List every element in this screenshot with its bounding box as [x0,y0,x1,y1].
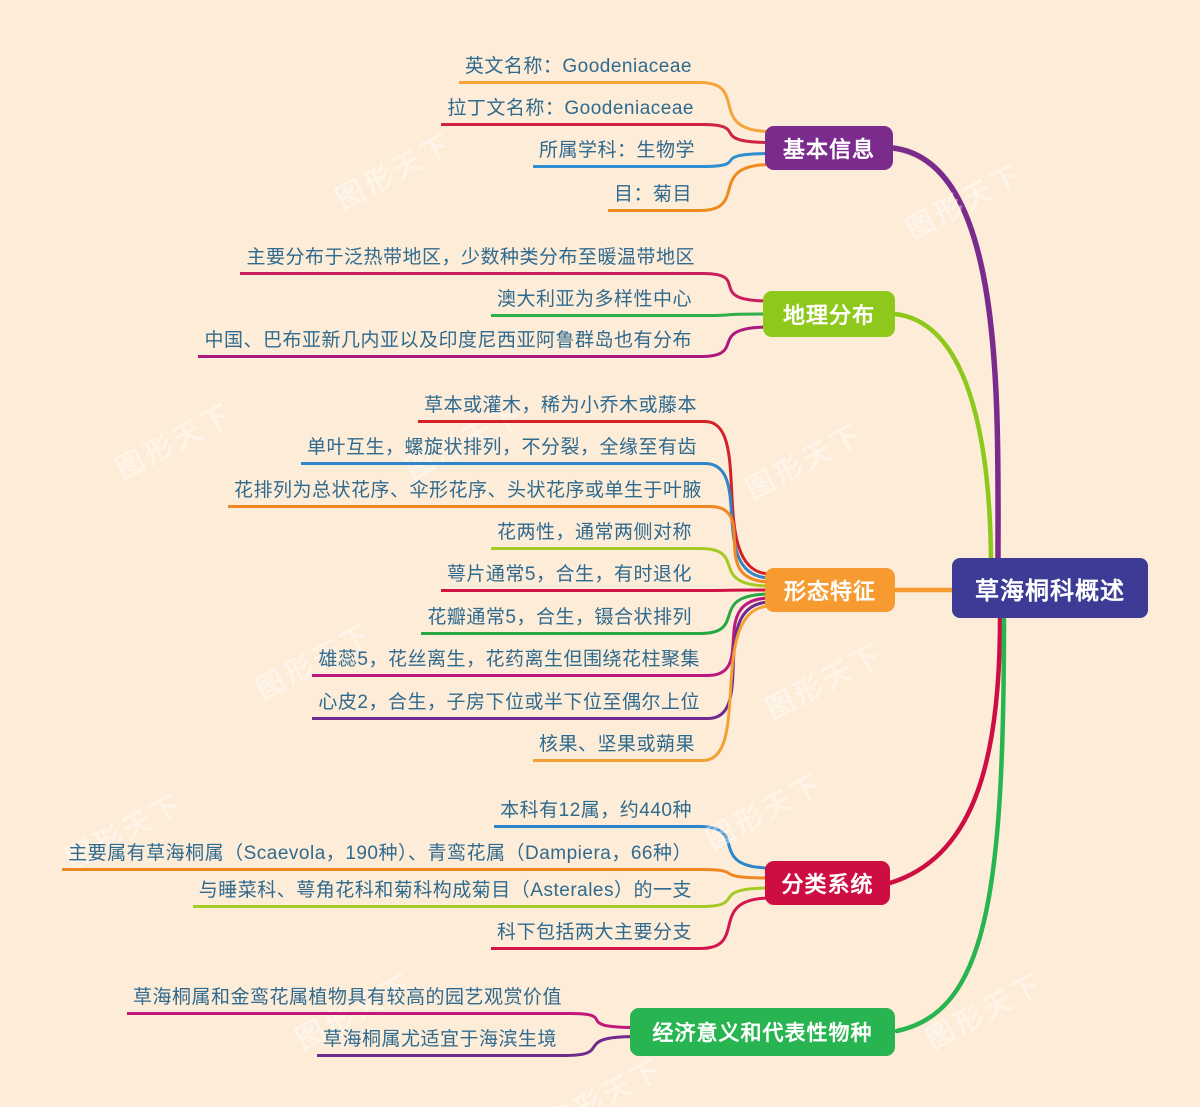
connector [703,420,773,576]
connector [698,592,773,635]
leaf-item[interactable]: 心皮2，合生，子房下位或半下位至偶尔上位 [312,691,708,720]
connector [700,123,773,144]
connector [698,896,773,950]
connector [708,505,773,584]
connector [701,272,771,303]
connector [890,145,1001,564]
watermark: 图形天下 [760,637,889,726]
leaf-item[interactable]: 科下包括两大主要分支 [490,921,700,950]
watermark: 图形天下 [700,767,829,856]
leaf-item[interactable]: 主要属有草海桐属（Scaevola，190种）、青鸾花属（Dampiera，66… [62,842,700,871]
watermark: 图形天下 [110,397,239,486]
connector [706,600,773,720]
leaf-item[interactable]: 草本或灌木，稀为小乔木或藤本 [417,394,705,423]
connector [887,616,1003,886]
leaf-item[interactable]: 单叶互生，螺旋状排列，不分裂，全缘至有齿 [300,436,705,465]
leaf-item[interactable]: 草海桐属尤适宜于海滨生境 [316,1028,565,1057]
connector [563,1035,638,1057]
leaf-item[interactable]: 草海桐属和金鸾花属植物具有较高的园艺观赏价值 [126,986,570,1015]
connector [698,886,773,908]
branch-node-3[interactable]: 形态特征 [765,568,895,612]
leaf-item[interactable]: 萼片通常5，合生，有时退化 [440,563,700,592]
connector [706,596,773,677]
connector [701,604,773,762]
watermark: 图形天下 [920,967,1049,1056]
leaf-item[interactable]: 所属学科：生物学 [532,139,703,168]
leaf-item[interactable]: 拉丁文名称：Goodeniaceae [441,97,702,126]
watermark: 图形天下 [330,127,459,216]
branch-node-2[interactable]: 地理分布 [763,291,895,337]
connector [698,825,773,870]
connector [698,312,771,317]
leaf-item[interactable]: 花两性，通常两侧对称 [490,521,700,550]
connector [703,462,773,580]
branch-node-1[interactable]: 基本信息 [765,126,893,170]
leaf-item[interactable]: 与睡菜科、萼角花科和菊科构成菊目（Asterales）的一支 [192,879,700,908]
connector [894,616,1007,1034]
leaf-item[interactable]: 本科有12属，约440种 [494,799,700,828]
connector [568,1012,638,1029]
leaf-item[interactable]: 中国、巴布亚新几内亚以及印度尼西亚阿鲁群岛也有分布 [198,329,700,358]
leaf-item[interactable]: 花排列为总状花序、伞形花序、头状花序或单生于叶腋 [227,479,710,508]
leaf-item[interactable]: 花瓣通常5，合生，镊合状排列 [421,606,700,635]
branch-node-4[interactable]: 分类系统 [765,861,890,905]
connector [701,152,773,168]
watermark: 图形天下 [740,417,869,506]
connector [698,81,773,133]
leaf-item[interactable]: 雄蕊5，花丝离生，花药离生但围绕花柱聚集 [312,648,708,677]
leaf-item[interactable]: 英文名称：Goodeniaceae [458,55,700,84]
connector [698,547,773,588]
connector [698,588,773,592]
connector [698,868,773,880]
connector [698,325,771,358]
branch-node-5[interactable]: 经济意义和代表性物种 [630,1008,895,1056]
watermark: 图形天下 [900,157,1029,246]
root-node[interactable]: 草海桐科概述 [952,558,1148,618]
connector [698,163,773,212]
leaf-item[interactable]: 主要分布于泛热带地区，少数种类分布至暖温带地区 [240,246,703,275]
leaf-item[interactable]: 澳大利亚为多样性中心 [490,288,700,317]
leaf-item[interactable]: 核果、坚果或蒴果 [532,733,703,762]
leaf-item[interactable]: 目：菊目 [607,183,700,212]
connector [892,311,994,564]
